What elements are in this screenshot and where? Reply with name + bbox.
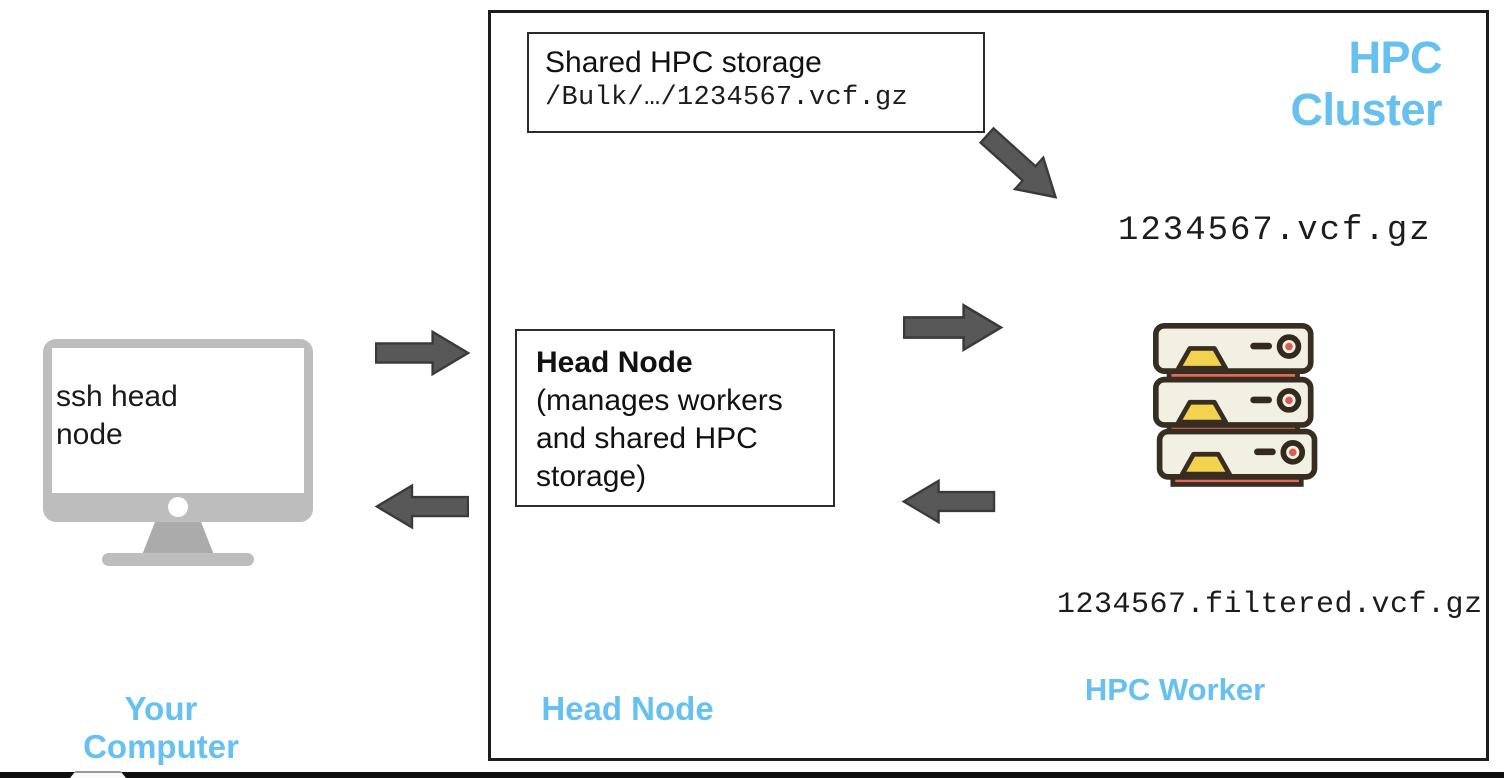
- bottom-bar: [0, 772, 1504, 778]
- shared-storage-title: Shared HPC storage: [545, 46, 822, 79]
- hpc-cluster-boundary: [488, 10, 1489, 761]
- worker-output-file-label: 1234567.filtered.vcf.gz: [1057, 588, 1483, 622]
- hpc-cluster-title: HPC Cluster: [1290, 32, 1442, 135]
- computer-monitor-icon: [43, 339, 313, 566]
- bottom-bar-notch: [70, 771, 126, 778]
- arrow-right-headnode-to-worker-icon: [903, 303, 1004, 352]
- server-rack-icon: [1153, 322, 1318, 487]
- arrow-diagonal-storage-to-worker-icon: [978, 126, 1058, 199]
- hpc-worker-label: HPC Worker: [1084, 672, 1266, 707]
- head-node-label: Head Node: [541, 690, 714, 727]
- head-node-box-description: (manages workers and shared HPC storage): [536, 384, 783, 493]
- head-node-box: Head Node (manages workers and shared HP…: [515, 329, 835, 507]
- head-node-box-title: Head Node: [536, 346, 693, 379]
- shared-storage-path: /Bulk/…/1234567.vcf.gz: [545, 83, 909, 113]
- arrow-left-headnode-to-computer-icon: [374, 483, 469, 530]
- shared-storage-box: Shared HPC storage /Bulk/…/1234567.vcf.g…: [527, 32, 985, 133]
- monitor-screen-text: ssh head node: [56, 380, 178, 451]
- worker-input-file-label: 1234567.vcf.gz: [1118, 212, 1432, 250]
- arrow-right-computer-to-headnode-icon: [375, 329, 471, 377]
- your-computer-label: Your Computer: [83, 690, 239, 765]
- arrow-left-worker-to-headnode-icon: [901, 478, 996, 525]
